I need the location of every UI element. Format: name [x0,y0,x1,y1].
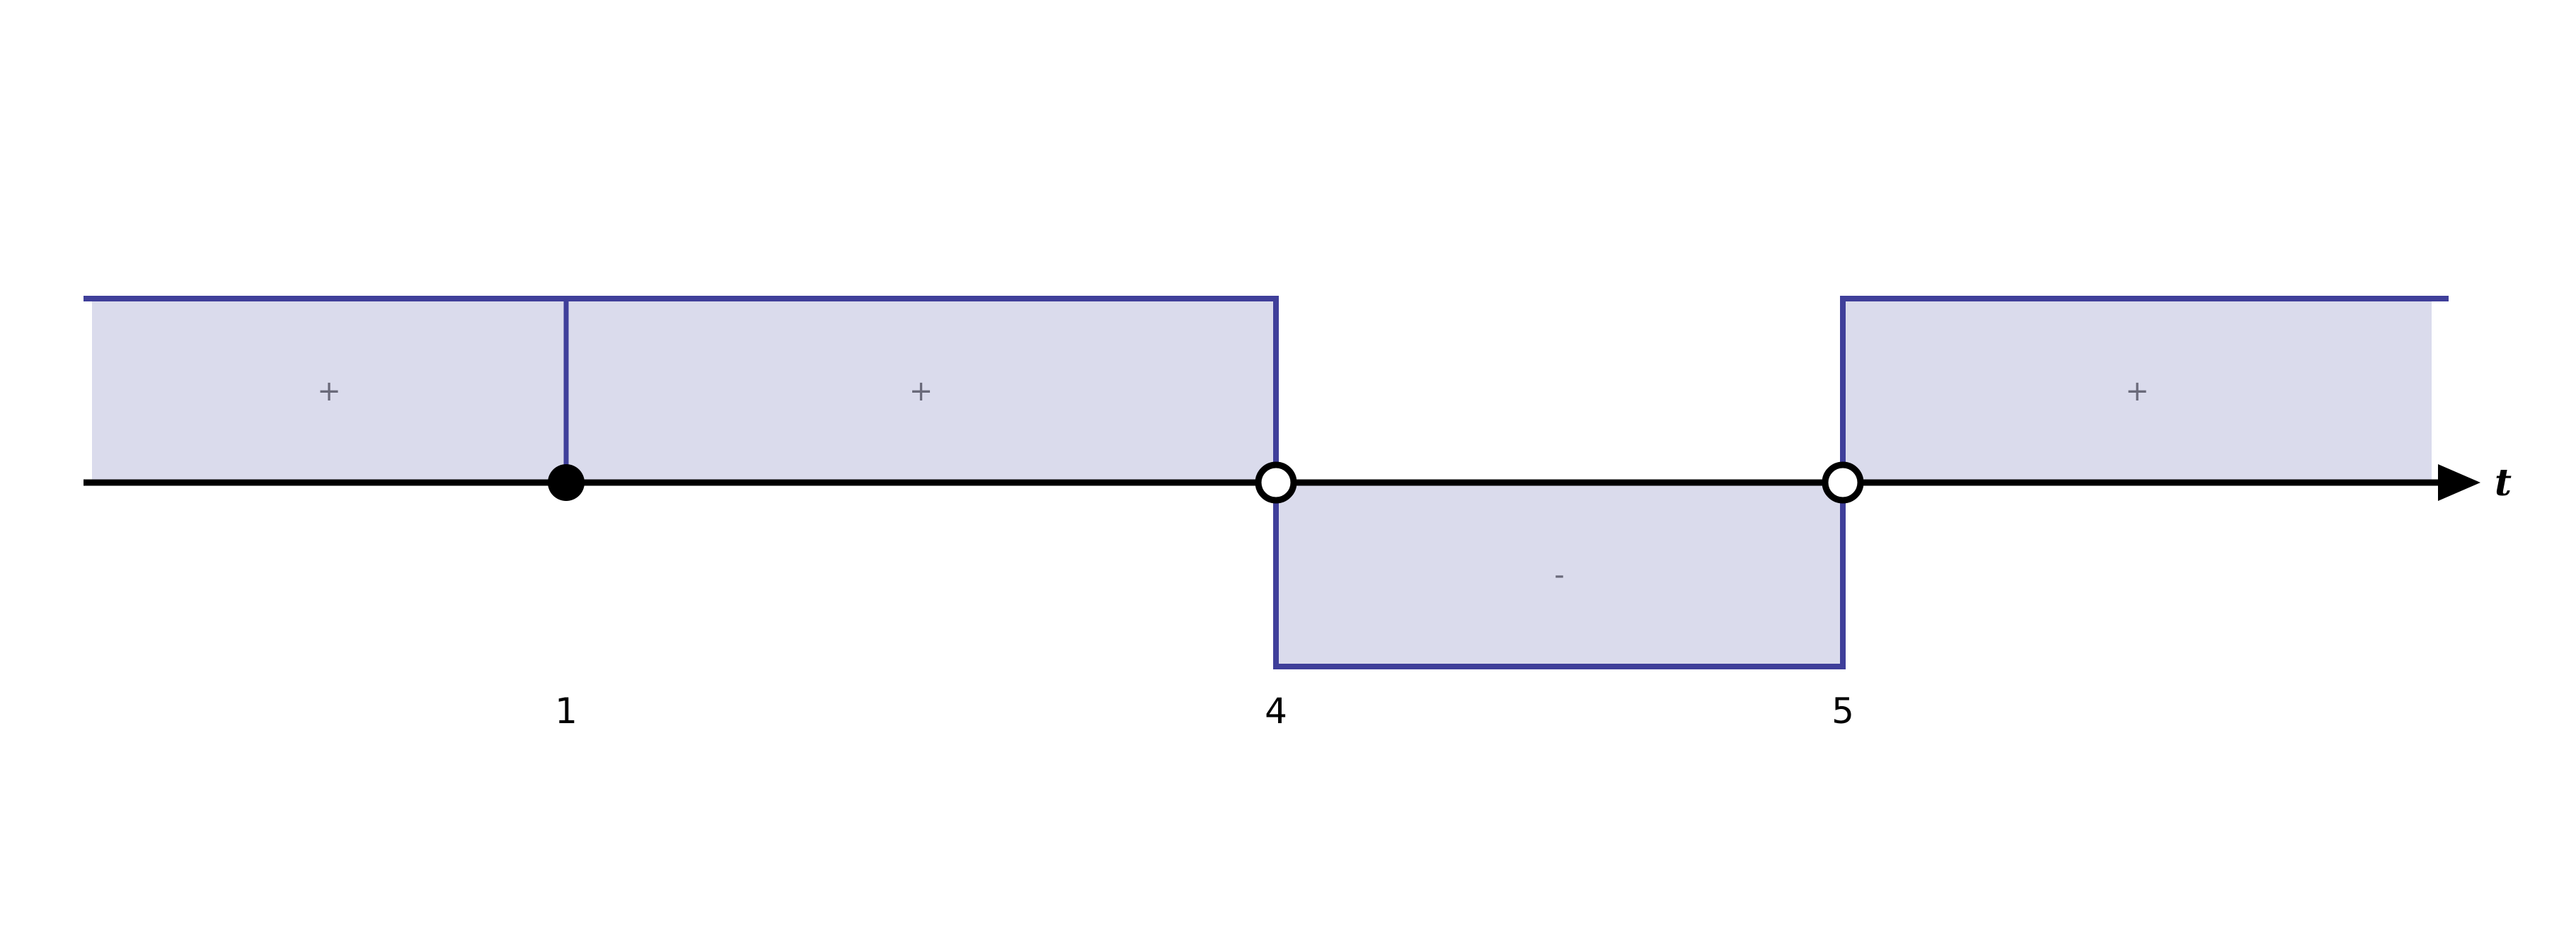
open-point-marker [1822,461,1864,504]
axis-arrow-icon [2438,464,2480,501]
interval-fill [1843,299,2432,483]
interval-fill [1276,483,1843,667]
interval-sign: + [317,375,341,408]
axis-variable-label: t [2495,461,2512,505]
interval-fill [92,299,566,483]
open-point-marker [1255,461,1297,504]
closed-point-marker [548,464,585,501]
interval-fill [566,299,1276,483]
critical-point-label: 4 [1265,691,1287,732]
critical-point-markers [548,461,1864,504]
critical-point-label: 1 [555,691,577,732]
interval-sign: + [909,375,933,408]
labels: + + - +1 4 5 [317,375,2149,732]
interval-fills [92,299,2432,667]
critical-point-label: 5 [1832,691,1854,732]
interval-sign: - [1554,559,1564,592]
interval-outlines [84,296,2449,669]
interval-sign: + [2125,375,2149,408]
